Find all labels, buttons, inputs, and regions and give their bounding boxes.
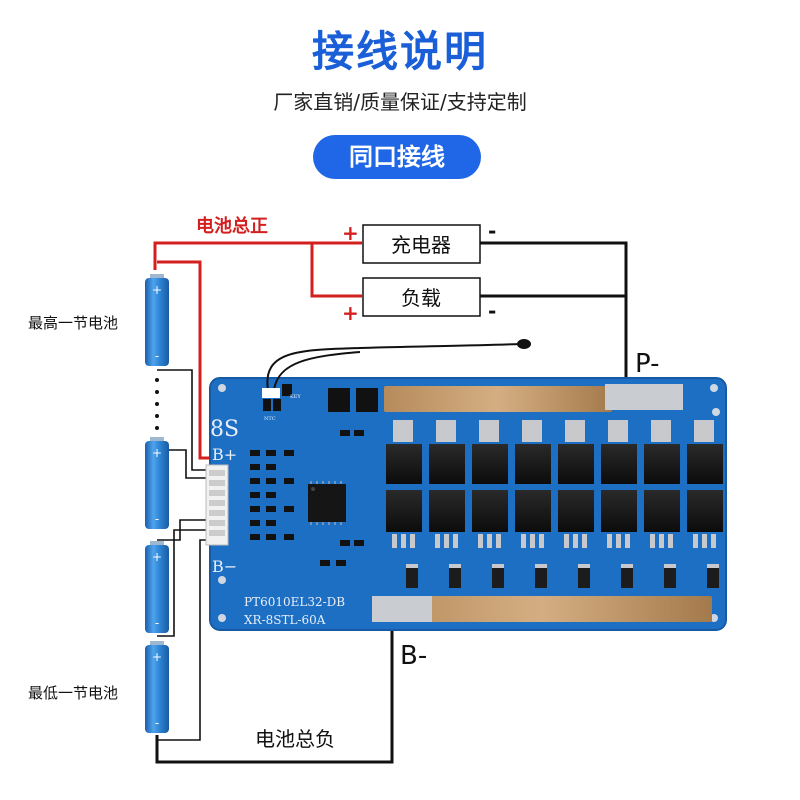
mosfet-array [386,420,723,588]
b-minus-label: B- [400,641,427,671]
charger-minus-sign: - [488,219,496,243]
svg-text:+: + [152,650,162,664]
negative-wires [155,241,628,764]
charger-plus-sign: + [342,221,359,245]
board-key-label: KEY [290,394,301,400]
positive-wires [153,241,362,460]
svg-text:-: - [155,716,159,730]
load-minus-sign: - [488,299,496,323]
thermistor-wire [266,343,521,391]
ellipsis-dots [155,378,159,430]
bms-board: 8S B+ B− PT6010EL32-DB XR-8STL-60A NTC K… [205,339,727,631]
page-title: 接线说明 [311,27,488,76]
board-series-label: 8S [210,417,239,442]
battery-negative-label: 电池总负 [255,727,335,751]
board-model-2: XR-8STL-60A [244,613,326,627]
p-minus-busbar [384,386,612,412]
p-minus-label: P- [635,349,660,379]
load-plus-sign: + [342,301,359,325]
svg-text:+: + [152,283,162,297]
p-minus-pad [605,384,683,410]
lowest-cell-label: 最低一节电池 [28,684,118,702]
load-box [362,277,481,317]
b-minus-busbar [372,596,712,622]
page-subtitle: 厂家直销/质量保证/支持定制 [273,90,527,114]
board-bplus-label: B+ [212,445,237,464]
svg-text:-: - [155,616,159,630]
thermistor-head [517,339,531,349]
balance-wires [157,369,210,741]
board-ntc-label: NTC [264,416,276,422]
svg-text:-: - [155,512,159,526]
svg-text:-: - [155,349,159,363]
svg-text:+: + [152,550,162,564]
charger-box [362,224,481,264]
battery-cell: + - [145,541,169,633]
svg-text:+: + [152,446,162,460]
battery-cell: + - [145,274,169,366]
b-minus-pad [372,596,432,622]
battery-cell: + - [145,641,169,733]
charger-label: 充电器 [391,233,451,257]
highest-cell-label: 最高一节电池 [28,314,118,332]
board-model-1: PT6010EL32-DB [244,595,345,609]
battery-positive-label: 电池总正 [196,215,268,237]
load-label: 负载 [401,286,441,310]
board-bminus-label: B− [212,557,237,576]
battery-cell: + - [145,437,169,529]
wiring-mode-badge: 同口接线 [313,135,481,179]
